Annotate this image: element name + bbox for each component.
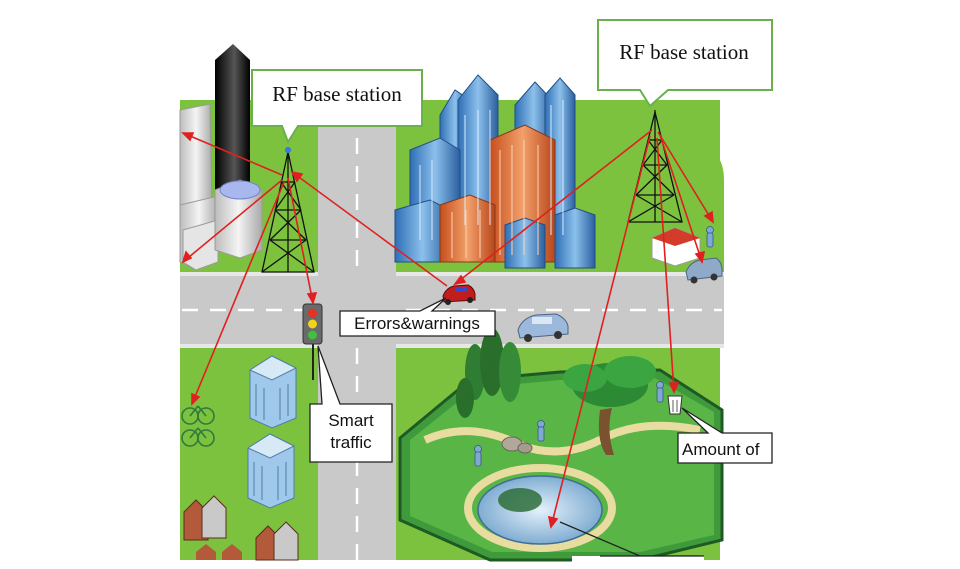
tree-icon bbox=[456, 328, 521, 418]
tree-icon bbox=[563, 356, 656, 455]
person-icon bbox=[474, 381, 664, 467]
rf-base-station-label: RF base station bbox=[272, 82, 402, 106]
person-icon bbox=[706, 226, 714, 248]
apartment-building bbox=[248, 355, 298, 429]
downtown-skyscrapers bbox=[394, 74, 596, 269]
signal-links bbox=[181, 129, 714, 529]
house bbox=[196, 544, 242, 560]
pond bbox=[477, 475, 603, 545]
smart-traffic-callout: Smart traffic bbox=[309, 345, 393, 463]
car-icon bbox=[685, 257, 723, 284]
car-icon bbox=[517, 313, 569, 342]
house bbox=[255, 521, 299, 561]
rf-base-station-callout-left: RF base station bbox=[251, 69, 423, 145]
house bbox=[183, 495, 227, 541]
smart-traffic-label-line1: Smart bbox=[328, 411, 374, 430]
apartment-building bbox=[246, 433, 296, 509]
residential-buildings bbox=[181, 355, 299, 561]
pond-callout-pointer bbox=[559, 521, 704, 569]
rf-base-station-callout-right: RF base station bbox=[597, 19, 773, 108]
left-buildings bbox=[179, 44, 263, 271]
rf-base-station-label: RF base station bbox=[619, 40, 749, 64]
traffic-light-icon bbox=[302, 303, 323, 380]
errors-warnings-label: Errors&warnings bbox=[354, 314, 480, 333]
amount-callout: Amount of bbox=[677, 407, 773, 464]
smart-traffic-label-line2: traffic bbox=[330, 433, 372, 452]
city-park bbox=[398, 328, 724, 562]
bicycle-icon bbox=[181, 405, 215, 447]
car-icon bbox=[442, 284, 476, 305]
errors-warnings-callout: Errors&warnings bbox=[339, 297, 496, 337]
trash-bin-icon bbox=[667, 395, 683, 415]
amount-label: Amount of bbox=[682, 440, 760, 459]
